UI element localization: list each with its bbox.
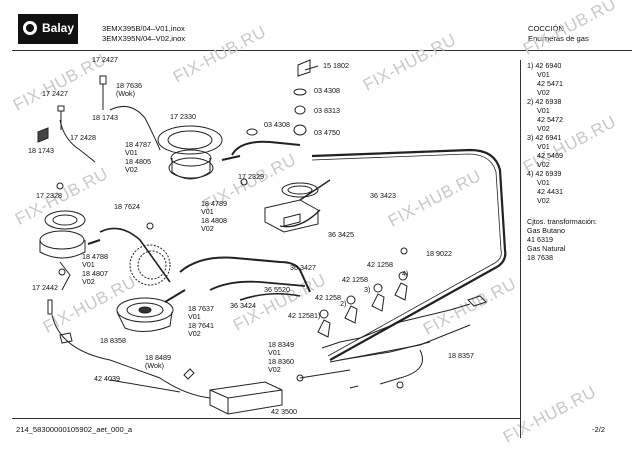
legend-line: 42 4431 — [537, 187, 563, 196]
legend-line: 1) 42 6940 — [527, 61, 562, 70]
part-label: 42 3500 — [271, 407, 297, 416]
callout-2: 2) — [340, 299, 347, 308]
part-label: 18 7636 (Wok) — [116, 81, 142, 99]
legend-line: V01 — [537, 106, 550, 115]
legend-line: V02 — [537, 196, 550, 205]
part-label: 42 1258 — [367, 260, 393, 269]
part-label: 17 2427 — [92, 55, 118, 64]
legend-line: 42 5472 — [537, 115, 563, 124]
part-label: 18 8358 — [100, 336, 126, 345]
part-label: 17 2329 — [238, 172, 264, 181]
part-label: 36 3427 — [290, 263, 316, 272]
frame-top-rule — [12, 50, 632, 51]
part-label: 18 4788 V01 18 4807 V02 — [82, 252, 108, 287]
legend-line: 2) 42 6938 — [527, 97, 562, 106]
legend-line: Gas Butano — [527, 226, 565, 235]
part-label: 36 3425 — [328, 230, 354, 239]
callout-3: 3) — [364, 285, 371, 294]
part-label: 17 2330 — [170, 112, 196, 121]
part-label: 17 2328 — [36, 191, 62, 200]
part-label: 17 2428 — [70, 133, 96, 142]
part-label: 18 9022 — [426, 249, 452, 258]
brand-logo: Balay — [18, 14, 78, 44]
legend-line: 42 5471 — [537, 79, 563, 88]
legend-line: 18 7638 — [527, 253, 553, 262]
part-label: 36 3424 — [230, 301, 256, 310]
part-label: 18 8349 V01 18 8360 V02 — [268, 340, 294, 375]
part-label: 03 8313 — [314, 106, 340, 115]
legend-line: Cjtos. transformación: — [527, 217, 597, 226]
part-label: 42 4039 — [94, 374, 120, 383]
legend-line: V01 — [537, 70, 550, 79]
part-label: 42 1258 — [342, 275, 368, 284]
legend-line: V02 — [537, 88, 550, 97]
part-label: 18 8357 — [448, 351, 474, 360]
part-label: 03 4308 — [264, 120, 290, 129]
legend-line: 4) 42 6939 — [527, 169, 562, 178]
part-label: 36 3423 — [370, 191, 396, 200]
part-label: 42 1258 — [288, 311, 314, 320]
part-label: 18 7624 — [114, 202, 140, 211]
part-label: 18 7637 V01 18 7641 V02 — [188, 304, 214, 339]
category-title: COCCIÓN — [528, 24, 564, 33]
legend-line: 42 5469 — [537, 151, 563, 160]
legend-line: V01 — [537, 178, 550, 187]
part-label: 03 4750 — [314, 128, 340, 137]
part-label: 18 4789 V01 18 4808 V02 — [201, 199, 227, 234]
legend-line: 3) 42 6941 — [527, 133, 562, 142]
part-label: 15 1802 — [323, 61, 349, 70]
part-label: 18 1743 — [92, 113, 118, 122]
part-label: 03 4308 — [314, 86, 340, 95]
part-label: 18 4787 V01 18 4805 V02 — [125, 140, 151, 175]
page-number: -2/2 — [592, 425, 606, 434]
legend-line: V02 — [537, 124, 550, 133]
part-label: 18 1743 — [28, 146, 54, 155]
part-label: 18 8489 (Wok) — [145, 353, 171, 371]
legend-line: V01 — [537, 142, 550, 151]
part-label: 17 2442 — [32, 283, 58, 292]
part-label: 42 1258 — [315, 293, 341, 302]
legend-line: 41 6319 — [527, 235, 553, 244]
document-code: 214_58300000105902_aet_000_a — [16, 425, 133, 434]
legend-line: Gas Natural — [527, 244, 566, 253]
model-line-2: 3EMX395N/04–V02,inox — [102, 34, 186, 43]
legend-line: V02 — [537, 160, 550, 169]
brand-name: Balay — [42, 21, 75, 35]
model-line-1: 3EMX395B/04–V01,inox — [102, 24, 185, 33]
part-label: 36 5520 — [264, 285, 290, 294]
part-label: 17 2427 — [42, 89, 68, 98]
subcategory-title: Encimeras de gas — [528, 34, 589, 43]
callout-1: 1) — [314, 311, 321, 320]
callout-4: 4) — [402, 269, 409, 278]
frame-bottom-rule — [12, 418, 520, 419]
legend-panel: 1) 42 6940 V01 42 5471 V02 2) 42 6938 V0… — [520, 60, 633, 438]
